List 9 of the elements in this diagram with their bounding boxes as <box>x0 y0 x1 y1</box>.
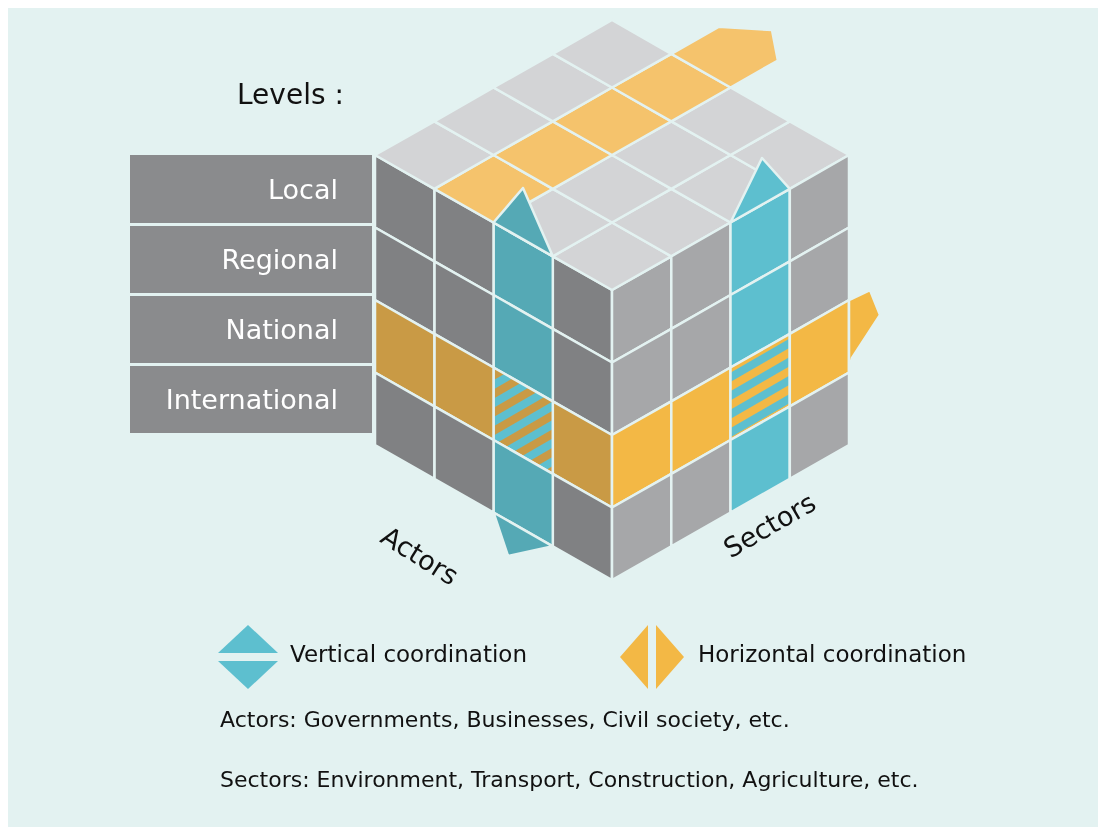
level-box: Regional <box>130 226 372 293</box>
heading: Levels : <box>237 78 344 111</box>
note-text: Sectors: Environment, Transport, Construction, Agriculture, etc. <box>220 767 919 792</box>
level-box: International <box>130 366 372 433</box>
legend-label: Horizontal coordination <box>698 641 967 667</box>
note-text: Actors: Governments, Businesses, Civil society, etc. <box>220 707 790 732</box>
legend-label: Vertical coordination <box>290 641 527 667</box>
level-box: National <box>130 296 372 363</box>
level-box: Local <box>130 155 372 223</box>
